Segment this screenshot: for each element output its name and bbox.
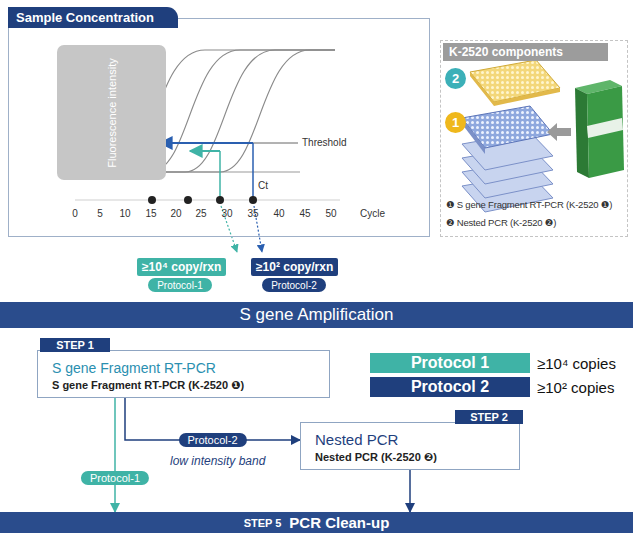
protocol-name: Protocol 1 — [411, 354, 489, 372]
section-band: S gene Amplification — [0, 302, 633, 328]
ct-dots — [148, 196, 156, 204]
protocol-name: Protocol-2 — [271, 280, 317, 291]
copy-range: ≥10² copies — [537, 379, 614, 397]
protocol-name: Protocol-1 — [157, 280, 203, 291]
protocol-box: Protocol 1 — [370, 353, 530, 373]
component-item: ❶ S gene Fragment RT-PCR (K-2520 ❶) — [446, 199, 612, 210]
amplification-curves — [78, 50, 335, 172]
axis-label-box: Fluorescence intensity — [57, 45, 166, 180]
kit-name: S gene Fragment RT-PCR (K-2520 ❶) — [52, 379, 315, 392]
tick-label: 20 — [170, 208, 181, 220]
process-box: S gene Fragment RT-PCR S gene Fragment RT… — [37, 350, 330, 398]
axis-label: Fluorescence intensity — [106, 58, 118, 167]
step-title: Nested PCR — [315, 431, 505, 448]
ct-dots — [184, 196, 192, 204]
axis-title: Cycle — [360, 208, 385, 220]
ct-dots — [249, 196, 257, 204]
ct-label: Ct — [258, 180, 268, 192]
kit-picture — [470, 72, 560, 106]
kit-box — [575, 80, 624, 178]
chart-panel: Sample ConcentrationFluorescence intensi… — [8, 18, 430, 237]
amplification-curves — [78, 50, 335, 172]
tick-label: 15 — [145, 208, 156, 220]
tick-label: 10 — [119, 208, 130, 220]
leader-line — [221, 206, 237, 252]
ct-dots — [216, 196, 224, 204]
protocol-pill: Protocol-2 — [262, 278, 326, 292]
callout-number: 1 — [445, 112, 466, 133]
step-tab: STEP 1 — [40, 338, 110, 352]
tick-label: 5 — [97, 208, 103, 220]
copy-callout: ≥10² copy/rxn — [251, 258, 338, 276]
kit-picture — [462, 60, 624, 212]
kit-picture — [470, 60, 560, 102]
process-box: Nested PCRNested PCR (K-2520 ❷)STEP 2 — [300, 422, 520, 470]
copy-range: ≥10⁴ copies — [537, 355, 616, 373]
kit-box — [587, 118, 623, 138]
step-title: PCR Clean-up — [289, 514, 389, 531]
ct-arrow — [160, 142, 253, 144]
step-number: STEP 5 — [244, 517, 282, 529]
callout-number: 2 — [452, 71, 459, 86]
component-item: ❷ Nested PCR (K-2520 ❷) — [446, 217, 556, 228]
ct-drop — [252, 143, 254, 198]
edge-label: Protocol-1 — [81, 471, 149, 485]
copy-callout: ≥10⁴ copy/rxn — [137, 258, 226, 276]
tick-label: 25 — [195, 208, 206, 220]
protocol-name: Protocol 2 — [411, 378, 489, 396]
flow-arrow — [409, 470, 411, 512]
components-panel: K-2520 components ❶ S gene Fragment RT-PC… — [440, 40, 628, 237]
section-title: S gene Amplification — [239, 305, 393, 325]
kit-name: Nested PCR (K-2520 ❷) — [315, 451, 505, 464]
amplification-curves — [78, 50, 335, 172]
tick-label: 30 — [221, 208, 232, 220]
protocol-box: Protocol 2 — [370, 377, 530, 397]
tick-label: 0 — [72, 208, 78, 220]
step-number: STEP 1 — [56, 339, 94, 351]
step-tab: STEP 2 — [455, 410, 523, 424]
kit-box — [587, 86, 624, 178]
ct-drop — [219, 151, 221, 198]
tick-label: 45 — [299, 208, 310, 220]
ct-dots — [148, 196, 257, 204]
tick-label: 35 — [247, 208, 258, 220]
kit-box — [575, 88, 589, 178]
copy-number: ≥10² copy/rxn — [256, 260, 333, 274]
edge-label: Protocol-2 — [178, 433, 246, 447]
chart — [75, 50, 340, 252]
tick-label: 40 — [273, 208, 284, 220]
amplification-curves — [78, 50, 335, 172]
panel-title: K-2520 components — [443, 43, 608, 61]
ct-arrow — [190, 150, 220, 152]
tick-label: 50 — [325, 208, 336, 220]
edge-note: low intensity band — [170, 454, 265, 469]
arrow — [547, 123, 571, 141]
copy-number: ≥10⁴ copy/rxn — [142, 260, 221, 274]
step-title: S gene Fragment RT-PCR — [52, 360, 315, 376]
plate-stack — [462, 106, 553, 212]
section-band: STEP 5 PCR Clean-up — [0, 512, 633, 533]
x-axis — [75, 200, 340, 201]
step-number: STEP 2 — [470, 411, 508, 423]
callout-number: 1 — [452, 115, 459, 130]
threshold-label: Threshold — [302, 137, 346, 149]
protocol-pill: Protocol-1 — [148, 278, 212, 292]
amplification-curves — [78, 50, 335, 172]
callout-number: 2 — [445, 68, 466, 89]
panel-title: Sample Concentration — [8, 7, 178, 28]
flow-arrow — [114, 398, 116, 512]
